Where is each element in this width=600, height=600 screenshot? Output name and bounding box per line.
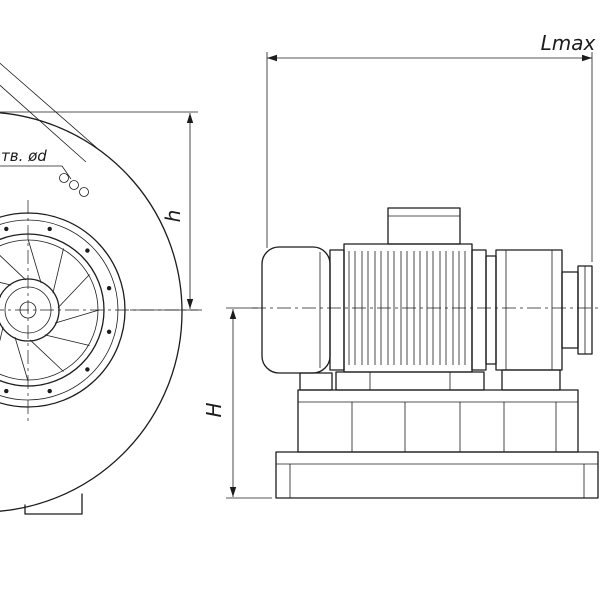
frame [297, 389, 579, 453]
bearing-housing-ribs [505, 250, 553, 370]
dimension-H-arrow-bottom [229, 487, 237, 497]
dimension-h-lines [0, 111, 198, 311]
motor-endbell-right [471, 249, 487, 371]
dimension-lmax-arrow-right [582, 54, 592, 62]
fan-front-view [0, 62, 202, 515]
motor-endbell-left [329, 249, 345, 371]
dimensions [0, 52, 593, 499]
inlet-support [299, 372, 333, 391]
motor-cooling-fins [348, 251, 466, 365]
base-plate-lines [276, 463, 598, 498]
holes-note-label: тв. ød [1, 147, 47, 165]
casing-foot [24, 493, 83, 515]
motor-feet-lines [369, 372, 451, 390]
coupling [561, 271, 579, 349]
mounting-holes [59, 173, 89, 197]
holes-note-leader [0, 165, 72, 180]
outlet-duct-lines [0, 62, 98, 163]
bearing-support [501, 369, 561, 391]
dimension-lmax-arrow-left [267, 54, 277, 62]
dimension-h-arrow-bottom [186, 299, 194, 309]
flange-bolt-dots [4, 226, 112, 394]
adapter-flange [485, 255, 497, 365]
motor-feet [335, 371, 485, 391]
dimension-h-arrow-top [186, 113, 194, 123]
dimension-h-label: h [161, 210, 185, 223]
impeller-blades [0, 238, 100, 382]
dimension-lmax-lines [266, 52, 593, 262]
dimension-lmax-label: Lmax [541, 31, 596, 55]
volute-casing-circle [0, 112, 183, 512]
terminal-box [387, 207, 461, 245]
dimension-H-label: H [202, 402, 226, 417]
dimension-H-lines [226, 307, 272, 499]
fan-side-view [252, 207, 600, 499]
frame-members [298, 401, 578, 452]
dimension-H-arrow-top [229, 309, 237, 319]
base-plate [275, 451, 599, 499]
